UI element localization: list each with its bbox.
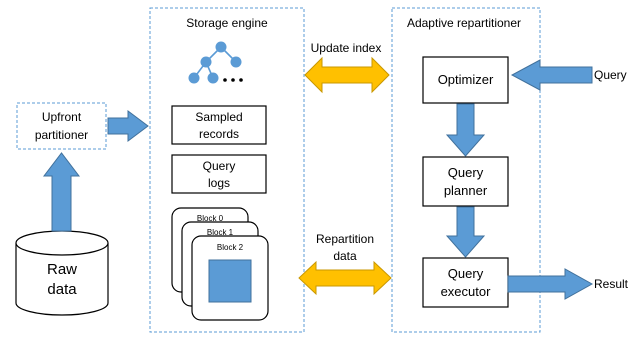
query-planner-label-line1: Query — [448, 165, 484, 180]
block-data-square — [208, 259, 252, 303]
query-executor-label-line2: executor — [441, 284, 492, 299]
query-in-arrow — [510, 59, 593, 91]
query-planner-box — [422, 156, 509, 207]
raw-to-upfront-arrow — [42, 152, 81, 232]
upfront-partitioner-label-line2: partitioner — [35, 128, 88, 142]
block-0-label: Block 0 — [197, 214, 224, 223]
repartition-data-label-line1: Repartition — [316, 232, 374, 246]
sampled-records-box — [171, 105, 267, 145]
upfront-partitioner-box — [16, 102, 107, 150]
storage-engine-title: Storage engine — [186, 16, 268, 30]
upfront-partitioner-label-line1: Upfront — [42, 110, 82, 124]
query-planner-label-line2: planner — [444, 183, 488, 198]
adaptive-repartitioner-container — [391, 7, 541, 333]
upfront-to-storage-arrow — [107, 110, 149, 142]
raw-data-label-line1: Raw — [47, 261, 77, 278]
result-out-arrow — [507, 268, 594, 300]
query-logs-label-line2: logs — [208, 176, 230, 190]
repartition-data-label-line2: data — [333, 249, 357, 263]
storage-engine-container — [149, 7, 305, 333]
optimizer-to-planner-arrow — [445, 103, 486, 157]
sampled-records-label-line2: records — [199, 127, 239, 141]
planner-to-executor-arrow — [445, 206, 486, 258]
optimizer-label: Optimizer — [438, 72, 494, 87]
optimizer-box — [422, 56, 509, 104]
query-logs-box — [171, 154, 267, 194]
sampled-records-label-line1: Sampled — [195, 110, 242, 124]
adaptive-repartitioner-title: Adaptive repartitioner — [407, 16, 521, 30]
raw-data-cylinder-icon — [15, 230, 109, 316]
index-tree-icon — [188, 41, 243, 84]
block-2-label: Block 2 — [217, 243, 244, 252]
query-input-label: Query — [594, 68, 627, 82]
raw-data-label-line2: data — [47, 281, 77, 298]
result-output-label: Result — [594, 277, 629, 291]
update-index-label: Update index — [311, 41, 382, 55]
data-blocks-stack: Block 0 Block 1 Block 2 — [171, 207, 269, 321]
update-index-double-arrow — [304, 56, 390, 94]
block-1-label: Block 1 — [207, 228, 234, 237]
repartition-data-double-arrow — [298, 260, 392, 296]
query-executor-label-line1: Query — [448, 266, 484, 281]
query-logs-label-line1: Query — [203, 159, 236, 173]
